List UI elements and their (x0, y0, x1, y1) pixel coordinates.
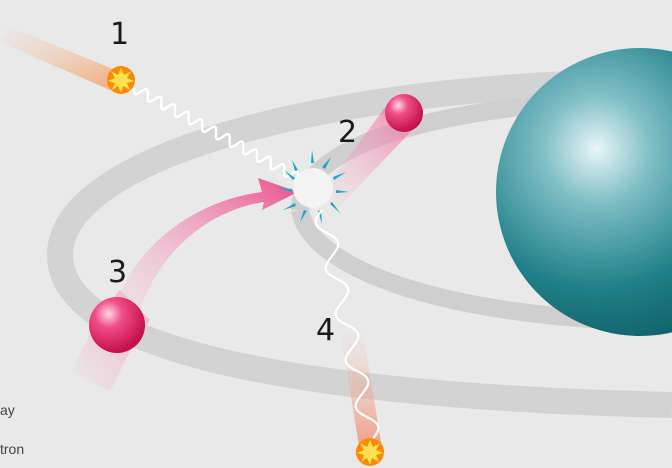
photon-burst-icon (108, 68, 134, 93)
step-1-label: 1 (110, 17, 130, 52)
step-4-label: 4 (316, 313, 336, 348)
ejected-electron (320, 94, 423, 210)
legend-photon-label: ay (0, 402, 15, 418)
falling-electron (72, 178, 298, 392)
step-2-label: 2 (338, 115, 358, 150)
emitted-photon (314, 209, 384, 466)
nucleus (496, 48, 672, 336)
incoming-photon (0, 26, 300, 179)
vacancy (278, 150, 349, 224)
transition-arrow (118, 178, 298, 310)
legend-electron-label: tron (0, 441, 25, 457)
orbit-outer (47, 68, 672, 418)
step-3-label: 3 (108, 255, 128, 290)
photon-burst-icon (357, 440, 383, 465)
